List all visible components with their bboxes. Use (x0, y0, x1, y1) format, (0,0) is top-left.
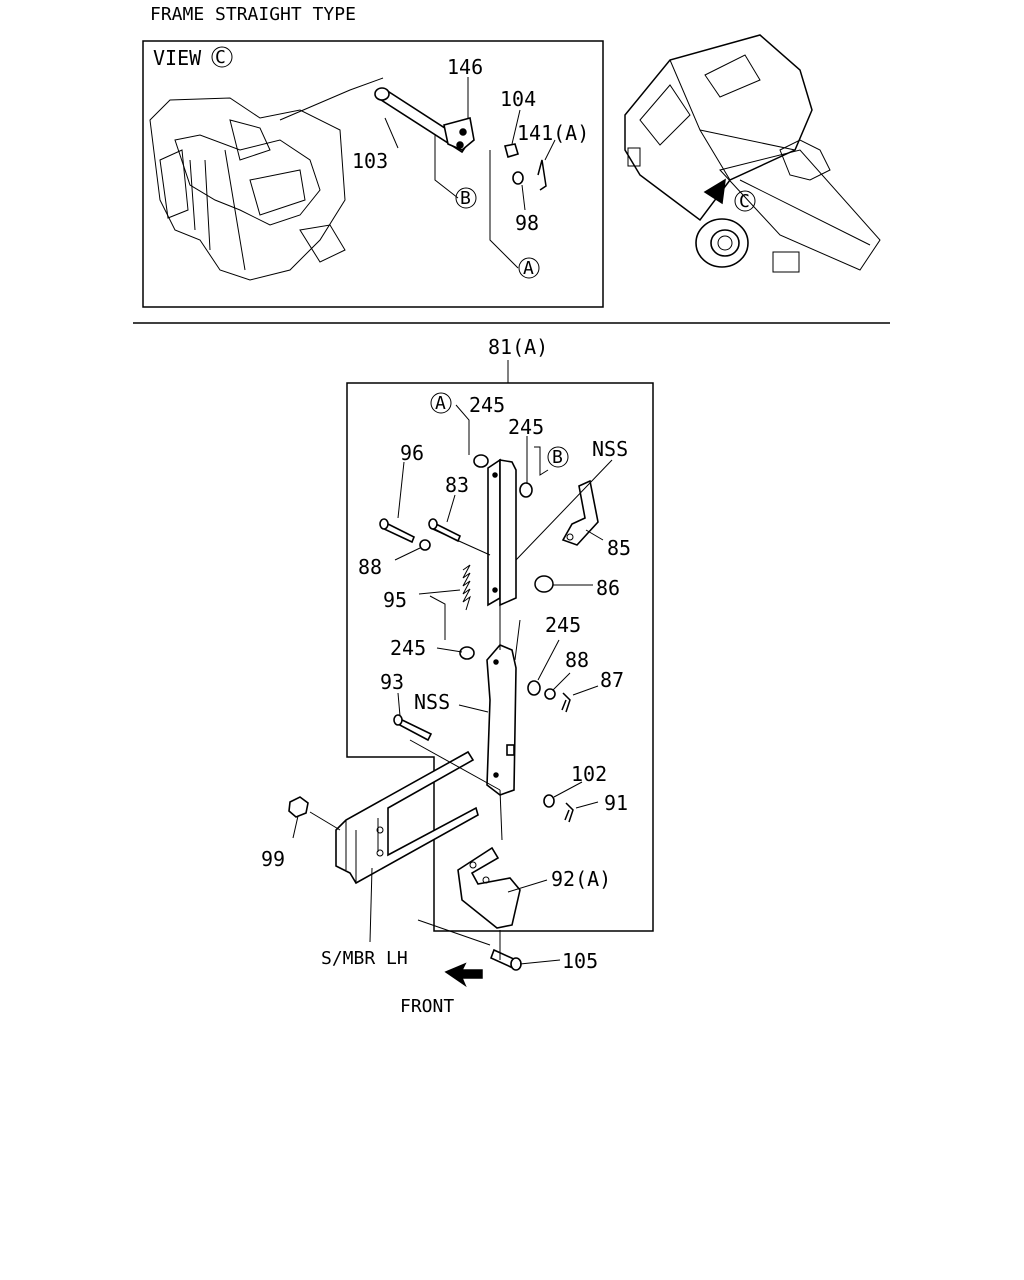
ref-b-label: B (552, 447, 563, 468)
label-245: 245 (508, 415, 544, 439)
label-91: 91 (604, 791, 628, 815)
ring-86 (534, 575, 554, 593)
nut-104 (504, 143, 519, 159)
diagram-title: FRAME STRAIGHT TYPE (150, 4, 356, 25)
nut-99 (288, 796, 309, 818)
cotter-87 (561, 692, 571, 713)
washer-98 (512, 171, 524, 185)
leader-98 (521, 184, 526, 211)
bush-245 (527, 680, 541, 696)
bush-245 (459, 646, 475, 660)
engine-frame-sketch (149, 77, 384, 281)
view-marker: C (215, 47, 226, 68)
bracket-92 (457, 846, 521, 929)
upper-lever-side (499, 459, 517, 607)
bracket-146 (443, 117, 475, 151)
ref-b-label: B (460, 188, 471, 209)
label-102: 102 (571, 762, 607, 786)
bracket-85 (561, 479, 599, 546)
leader-103 (384, 117, 399, 149)
view-arrow (703, 178, 726, 205)
label-141: 141(A) (517, 121, 589, 145)
upper-lever-front (487, 458, 501, 607)
washer-88 (544, 688, 556, 700)
label-92: 92(A) (551, 867, 611, 891)
leader-b (434, 135, 459, 199)
label-245: 245 (469, 393, 505, 417)
ref-a-label: A (435, 393, 446, 414)
label-85: 85 (607, 536, 631, 560)
truck-sketch: C (624, 34, 881, 273)
label-245: 245 (545, 613, 581, 637)
cotter-91 (564, 802, 574, 823)
leader-lines (292, 404, 613, 965)
assembly-81: 81(A) (261, 335, 654, 1017)
side-member-lh (335, 750, 479, 885)
label-146: 146 (447, 55, 483, 79)
assembly-outline (346, 382, 654, 932)
bolt-dot (456, 141, 464, 149)
label-103: 103 (352, 149, 388, 173)
ref-a-circle (430, 392, 452, 414)
ref-b-circle (547, 446, 569, 468)
label-245: 245 (390, 636, 426, 660)
ref-b-circle (455, 187, 477, 209)
view-marker-circle (211, 46, 233, 68)
label-nss-mid: NSS (414, 690, 450, 714)
label-smbr: S/MBR LH (321, 948, 408, 969)
label-95: 95 (383, 588, 407, 612)
pin-103 (374, 87, 470, 154)
label-93: 93 (380, 670, 404, 694)
leader-104 (511, 109, 521, 145)
label-86: 86 (596, 576, 620, 600)
label-96: 96 (400, 441, 424, 465)
ref-a-label: A (523, 258, 534, 279)
label-87: 87 (600, 668, 624, 692)
label-81: 81(A) (488, 335, 548, 359)
ref-a-circle (518, 257, 540, 279)
spring-95 (462, 564, 471, 611)
label-99: 99 (261, 847, 285, 871)
bolt-dot (459, 128, 467, 136)
view-label: VIEW (153, 46, 202, 70)
lower-lever (486, 644, 517, 796)
label-88: 88 (358, 555, 382, 579)
label-83: 83 (445, 473, 469, 497)
bush-245 (519, 482, 533, 498)
washer-88 (419, 539, 431, 551)
label-98: 98 (515, 211, 539, 235)
truck-marker-circle (734, 190, 756, 212)
bush-245 (473, 454, 489, 468)
washer-102 (543, 794, 555, 808)
view-c-frame (142, 40, 604, 308)
truck-marker: C (739, 191, 750, 212)
label-104: 104 (500, 87, 536, 111)
label-88: 88 (565, 648, 589, 672)
leader-141 (544, 139, 556, 161)
leader-a (489, 150, 519, 269)
label-nss-top: NSS (592, 437, 628, 461)
cotter-141 (537, 159, 547, 191)
label-105: 105 (562, 949, 598, 973)
front-arrow-icon (444, 962, 483, 988)
label-front: FRONT (400, 996, 454, 1017)
view-c-panel: VIEW C (142, 40, 604, 308)
